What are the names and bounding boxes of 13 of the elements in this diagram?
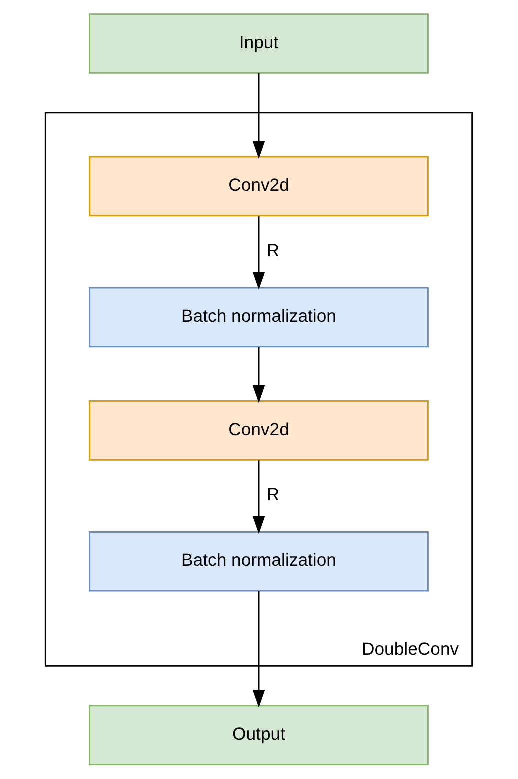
node-box: Batch normalization <box>89 287 429 348</box>
node-box: Conv2d <box>89 400 429 461</box>
arrow <box>252 591 266 708</box>
arrow <box>252 347 266 404</box>
node-box: Input <box>89 14 429 74</box>
edge-label: R <box>266 240 280 260</box>
node-box: Conv2d <box>89 156 429 217</box>
edge-label: R <box>266 484 280 505</box>
node-box: Batch normalization <box>89 531 429 592</box>
arrow <box>252 460 266 534</box>
arrow <box>252 73 266 159</box>
arrow <box>252 216 266 290</box>
node-box: Output <box>89 705 429 766</box>
